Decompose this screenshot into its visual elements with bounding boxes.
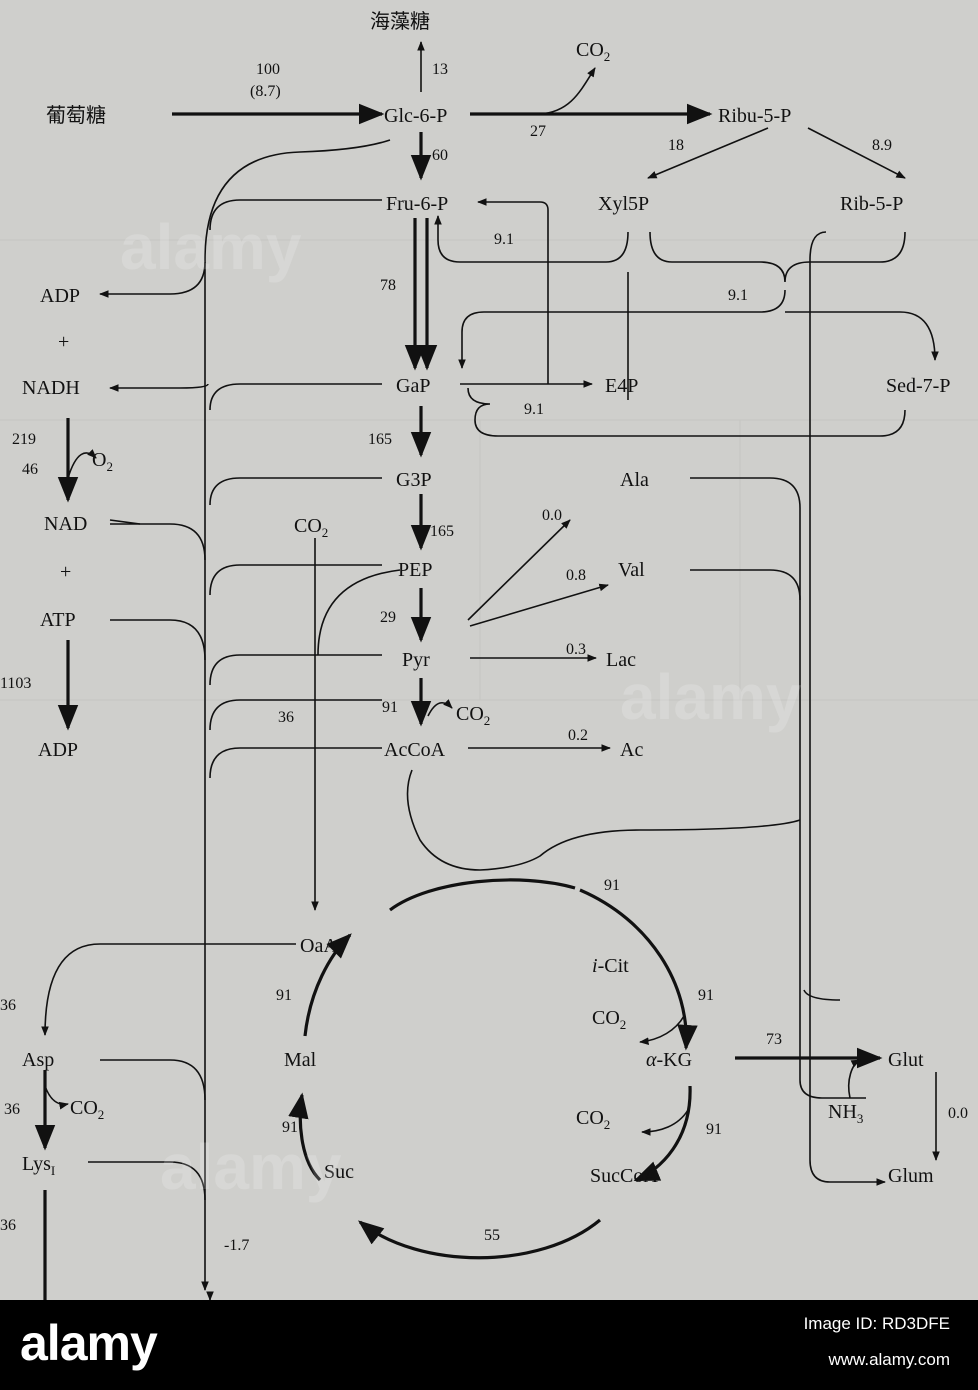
node-mal: Mal bbox=[284, 1049, 317, 1071]
node-pep: PEP bbox=[398, 559, 432, 581]
flux-ribu-to-xyl: 18 bbox=[668, 137, 684, 154]
node-co2-asp: CO2 bbox=[70, 1097, 104, 1122]
flux-gap-to-g3p: 165 bbox=[368, 431, 392, 448]
node-co2-ppp: CO2 bbox=[576, 39, 610, 64]
watermark-overlay-1: alamy bbox=[120, 211, 302, 283]
node-co2-pep: CO2 bbox=[294, 515, 328, 540]
node-asp: Asp bbox=[22, 1049, 54, 1071]
alamy-url: www.alamy.com bbox=[828, 1350, 950, 1369]
flux-glum: 0.0 bbox=[948, 1105, 968, 1122]
metabolic-flux-diagram: 海藻糖 葡萄糖 CO2 Glc-6-P Ribu-5-P Fru-6-P Xyl… bbox=[0, 9, 978, 1300]
node-g3p: G3P bbox=[396, 469, 432, 491]
flux-anaplerotic: 36 bbox=[278, 709, 294, 726]
flux-akg-to-succoa: 91 bbox=[706, 1121, 722, 1138]
node-gap: GaP bbox=[396, 375, 430, 397]
node-trehalose: 海藻糖 bbox=[370, 9, 430, 33]
node-sed7p: Sed-7-P bbox=[886, 375, 950, 397]
flux-val: 0.8 bbox=[566, 567, 586, 584]
background-page-texture bbox=[0, 239, 978, 701]
watermark-overlay-3: alamy bbox=[160, 1131, 342, 1203]
flux-icit-to-akg: 91 bbox=[698, 987, 714, 1004]
node-fru6p: Fru-6-P bbox=[386, 193, 448, 215]
tca-cycle bbox=[34, 878, 940, 1300]
node-rib5p: Rib-5-P bbox=[840, 193, 903, 215]
node-co2-akg: CO2 bbox=[576, 1107, 610, 1132]
node-adp-bottom: ADP bbox=[38, 739, 78, 761]
node-nh3: NH3 bbox=[828, 1101, 863, 1126]
flux-fru-to-gap: 78 bbox=[380, 277, 396, 294]
flux-ala: 0.0 bbox=[542, 507, 562, 524]
node-nadh: NADH bbox=[22, 377, 80, 399]
flux-pyruvate-dehydrogenase: 91 bbox=[382, 699, 398, 716]
flux-glc-to-fru: 60 bbox=[432, 147, 448, 164]
node-nad: NAD bbox=[44, 513, 87, 535]
watermark-overlay-2: alamy bbox=[620, 661, 802, 733]
node-glum: Glum bbox=[888, 1165, 934, 1187]
flux-citrate-synthase: 91 bbox=[604, 877, 620, 894]
node-xyl5p: Xyl5P bbox=[598, 193, 649, 215]
watermark-footer: alamy Image ID: RD3DFE www.alamy.com bbox=[0, 1300, 978, 1390]
flux-nadh: 219 bbox=[12, 431, 36, 448]
node-suc: Suc bbox=[324, 1161, 354, 1183]
flux-lys-out: 36 bbox=[0, 1217, 16, 1234]
node-co2-pyr: CO2 bbox=[456, 703, 490, 728]
flux-asp: 36 bbox=[0, 997, 16, 1014]
node-akg: α-KG bbox=[646, 1049, 692, 1071]
node-plus-2: + bbox=[60, 561, 71, 583]
node-oaa: OaA bbox=[300, 935, 338, 957]
flux-acetate: 0.2 bbox=[568, 727, 588, 744]
node-e4p: E4P bbox=[605, 375, 638, 397]
ppp-arrows bbox=[434, 67, 939, 437]
flux-pep-to-pyr: 29 bbox=[380, 609, 396, 626]
flux-transketolase-1: 9.1 bbox=[494, 231, 514, 248]
glycolysis-arrows bbox=[172, 41, 438, 727]
right-drain-lines bbox=[406, 231, 886, 1186]
node-plus-1: + bbox=[58, 331, 69, 353]
flux-glut: 73 bbox=[766, 1031, 782, 1048]
flux-atp: 1103 bbox=[0, 675, 31, 692]
flux-transketolase-2: 9.1 bbox=[524, 401, 544, 418]
node-glut: Glut bbox=[888, 1049, 924, 1071]
flux-glucose-uptake: 100 bbox=[256, 61, 280, 78]
flux-trehalose: 13 bbox=[432, 61, 448, 78]
node-adp-top: ADP bbox=[40, 285, 80, 307]
node-accoa: AcCoA bbox=[384, 739, 446, 761]
node-ribu5p: Ribu-5-P bbox=[718, 105, 791, 127]
flux-succoa-to-suc: 55 bbox=[484, 1227, 500, 1244]
flux-transaldolase: 9.1 bbox=[728, 287, 748, 304]
node-pyr: Pyr bbox=[402, 649, 430, 671]
node-ala: Ala bbox=[620, 469, 649, 491]
node-ac: Ac bbox=[620, 739, 643, 761]
flux-g3p-to-pep: 165 bbox=[430, 523, 454, 540]
flux-biomass: -1.7 bbox=[224, 1237, 249, 1254]
flux-ribu-to-rib: 8.9 bbox=[872, 137, 892, 154]
flux-lac: 0.3 bbox=[566, 641, 586, 658]
node-succoa: SucCoA bbox=[590, 1165, 658, 1187]
flux-o2: 46 bbox=[22, 461, 38, 478]
node-val: Val bbox=[618, 559, 645, 581]
alamy-logo: alamy bbox=[20, 1315, 158, 1371]
flux-mal-to-suc: 91 bbox=[282, 1119, 298, 1136]
node-atp: ATP bbox=[40, 609, 76, 631]
node-glucose: 葡萄糖 bbox=[46, 103, 106, 127]
flux-asp-to-lys: 36 bbox=[4, 1101, 20, 1118]
node-co2-icit: CO2 bbox=[592, 1007, 626, 1032]
biomass-drain-lines bbox=[88, 139, 391, 1300]
node-labels: 海藻糖 葡萄糖 CO2 Glc-6-P Ribu-5-P Fru-6-P Xyl… bbox=[22, 9, 950, 1187]
flux-ppp-oxidative: 27 bbox=[530, 123, 546, 140]
branch-arrows bbox=[311, 519, 611, 911]
node-glc6p: Glc-6-P bbox=[384, 105, 447, 127]
node-icit: i-Cit bbox=[592, 955, 629, 977]
node-o2: O2 bbox=[92, 449, 113, 474]
node-lys: LysI bbox=[22, 1153, 55, 1178]
flux-glucose-uptake-sd: (8.7) bbox=[250, 83, 281, 100]
flux-labels: 100 (8.7) 13 27 18 8.9 60 9.1 9.1 78 9.1… bbox=[0, 61, 968, 1254]
node-lac: Lac bbox=[606, 649, 636, 671]
flux-oaa-to-mal: 91 bbox=[276, 987, 292, 1004]
image-code: Image ID: RD3DFE bbox=[803, 1314, 950, 1333]
